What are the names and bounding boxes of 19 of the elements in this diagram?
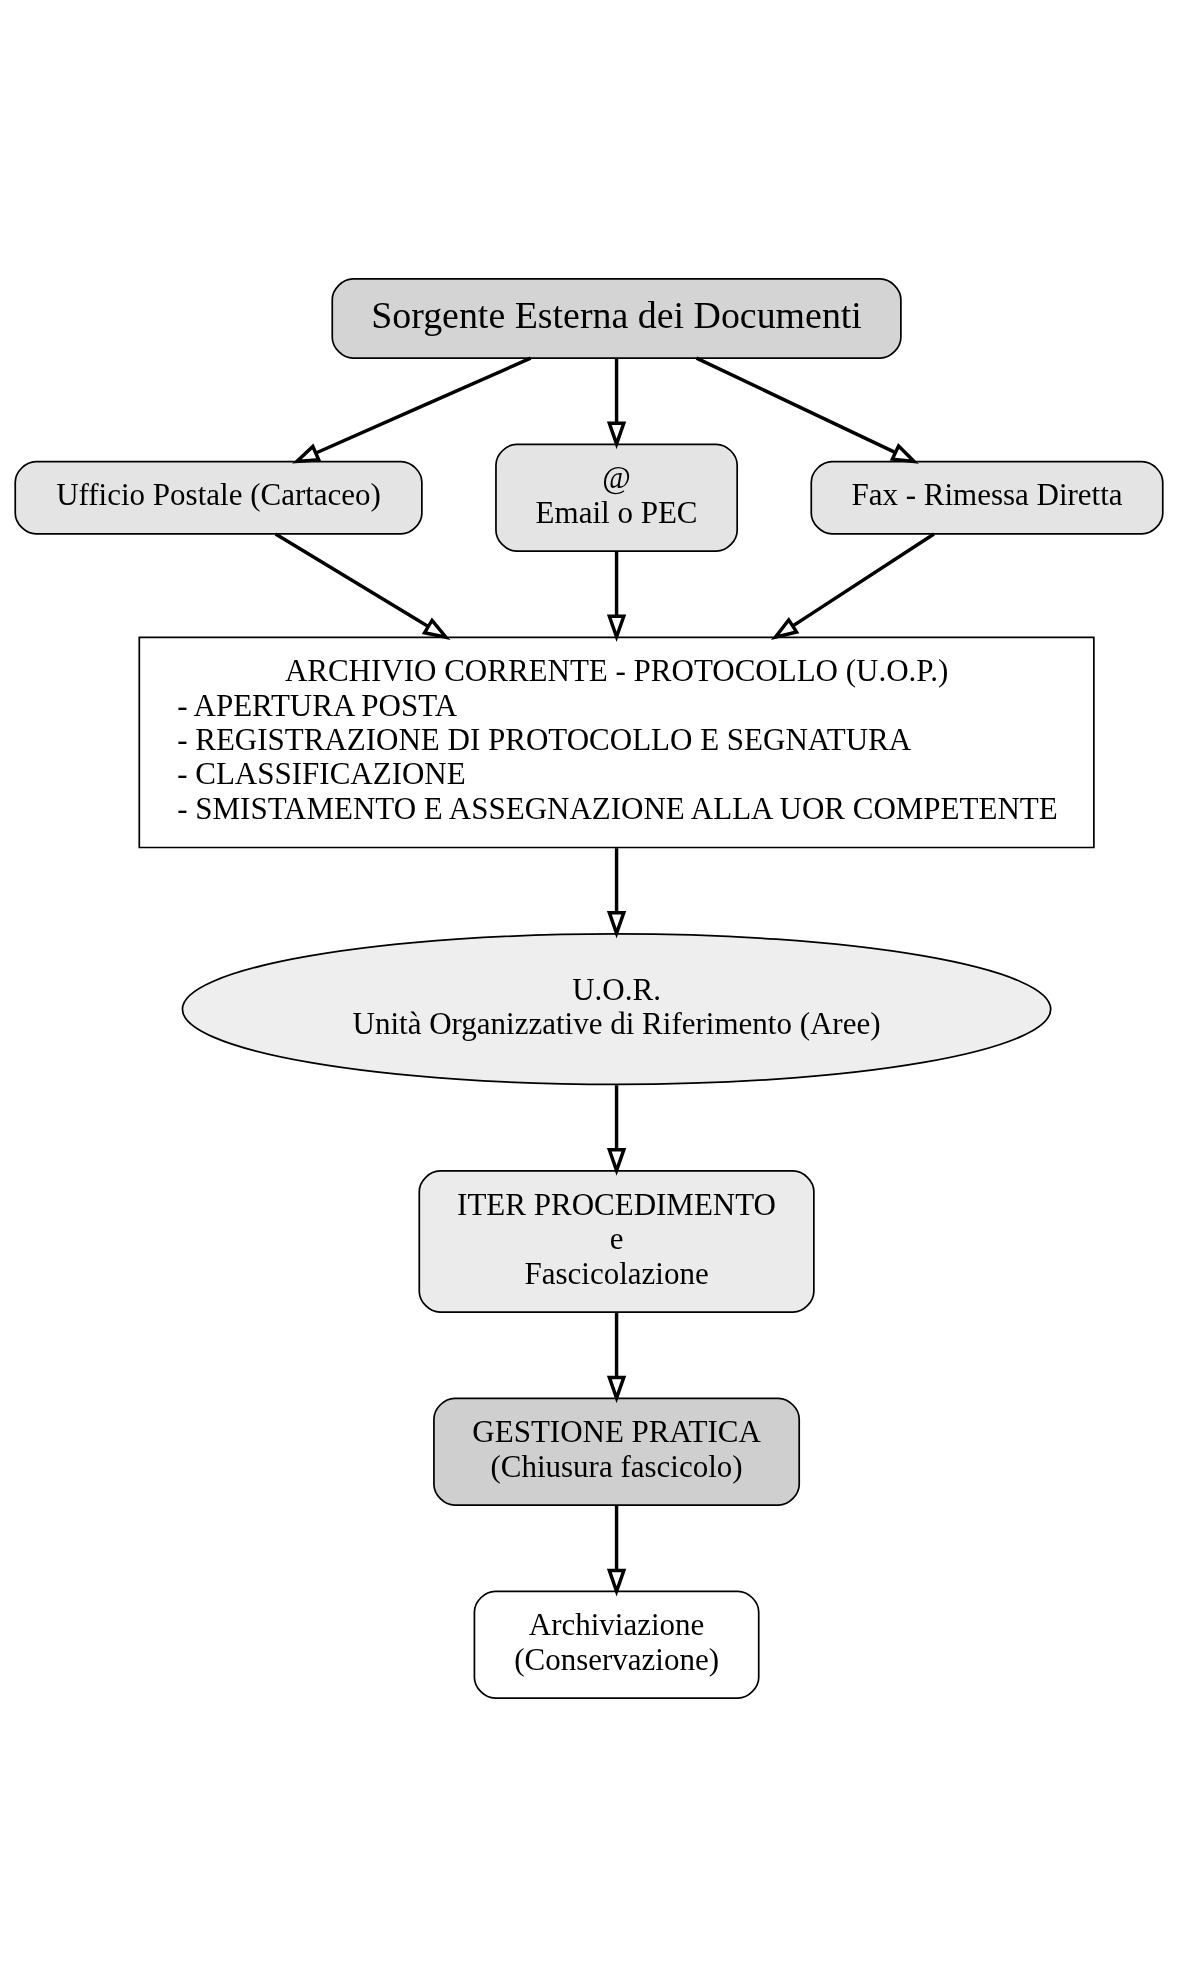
arrow (606, 1312, 627, 1403)
node-box: Sorgente Esterna dei Documenti (331, 277, 902, 359)
node-box: Ufficio Postale (Cartaceo) (14, 460, 423, 535)
arrow (606, 1084, 627, 1176)
node-ellipse: U.O.R. Unità Organizzative di Riferimento (Aree) (181, 932, 1052, 1085)
node-box: @ Email o PEC (495, 442, 739, 552)
arrow (274, 532, 451, 640)
node-box: Archiviazione (Conservazione) (473, 1589, 760, 1699)
arrow (695, 356, 919, 464)
arrow (606, 357, 627, 449)
arrow (770, 532, 935, 640)
node-box: GESTIONE PRATICA (Chiusura fascicolo) (433, 1396, 801, 1506)
node-box: ITER PROCEDIMENTO e Fascicolazione (418, 1169, 815, 1313)
arrow (292, 356, 532, 463)
node-box: Fax - Rimessa Diretta (810, 460, 1164, 535)
arrow (606, 847, 627, 939)
arrow (606, 550, 627, 642)
arrow (606, 1504, 627, 1596)
node-box: ARCHIVIO CORRENTE - PROTOCOLLO (U.O.P.) - APERTURA POSTA - REGISTRAZIONE DI PROTOCOLLO E SEGNATURA - CLASSIFICAZIONE - SMISTAMENTO E ASSEGNAZIONE ALLA UOR COMPETENTE (138, 635, 1095, 848)
